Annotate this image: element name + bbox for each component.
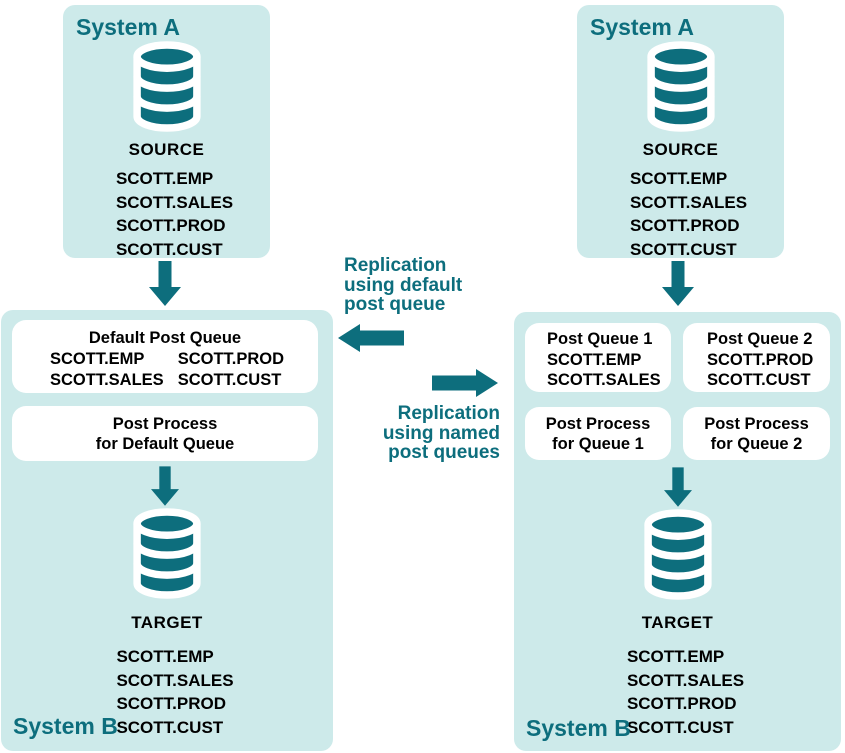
system-a-title: System A bbox=[76, 14, 180, 40]
table-name: SCOTT.PROD bbox=[115, 216, 226, 235]
system-b-panel-right: Post Queue 1 SCOTT.EMP SCOTT.SALES Post … bbox=[514, 312, 841, 751]
table-name: SCOTT.CUST bbox=[626, 717, 734, 737]
process-line: Post Process bbox=[112, 415, 218, 433]
down-arrow-icon bbox=[662, 261, 694, 306]
replication-default-label: Replication using default post queue bbox=[344, 255, 463, 315]
table-list: SCOTT.EMP SCOTT.SALES SCOTT.PROD SCOTT.C… bbox=[630, 167, 747, 261]
table-name: SCOTT.PROD bbox=[177, 350, 285, 368]
table-name: SCOTT.PROD bbox=[116, 694, 226, 713]
source-label: SOURCE bbox=[128, 140, 205, 159]
system-b-title: System B bbox=[526, 715, 631, 741]
default-post-queue-box: Default Post Queue SCOTT.EMP SCOTT.SALES… bbox=[12, 320, 318, 393]
table-name: SCOTT.SALES bbox=[547, 371, 661, 389]
table-list: SCOTT.EMP SCOTT.SALES SCOTT.PROD SCOTT.C… bbox=[116, 645, 233, 739]
database-icon bbox=[124, 40, 210, 133]
process-line: Post Process bbox=[545, 415, 651, 433]
queue-box-title: Post Queue 2 bbox=[707, 330, 813, 348]
system-b-panel-left: Default Post Queue SCOTT.EMP SCOTT.SALES… bbox=[1, 310, 333, 751]
post-queue-2-box: Post Queue 2 SCOTT.PROD SCOTT.CUST bbox=[683, 323, 830, 392]
table-name: SCOTT.CUST bbox=[115, 239, 223, 259]
target-label: TARGET bbox=[131, 613, 203, 632]
system-b-title: System B bbox=[13, 713, 118, 739]
table-name: SCOTT.EMP bbox=[629, 169, 728, 188]
database-icon-wrap bbox=[577, 40, 784, 138]
queue-box-title: Post Queue 1 bbox=[547, 330, 653, 348]
table-name: SCOTT.SALES bbox=[626, 670, 745, 690]
left-arrow-icon bbox=[338, 324, 404, 352]
process-line: Post Process bbox=[704, 415, 809, 433]
database-icon bbox=[124, 507, 210, 600]
system-a-panel-left: System A SOURCE SCOTT.EMP SCOTT.SALES SC… bbox=[63, 5, 270, 261]
system-a-panel-right: System A SOURCE SCOTT.EMP SCOTT.SALES SC… bbox=[577, 5, 784, 261]
right-arrow-icon bbox=[432, 369, 498, 397]
table-name: SCOTT.PROD bbox=[707, 350, 814, 369]
queue-column: SCOTT.PROD SCOTT.CUST bbox=[178, 349, 284, 391]
table-name: SCOTT.CUST bbox=[629, 239, 737, 259]
process-line: for Queue 2 bbox=[710, 435, 803, 453]
down-arrow-icon bbox=[151, 466, 179, 506]
post-process-queue-2-box: Post Process for Queue 2 bbox=[683, 407, 830, 460]
table-name: SCOTT.CUST bbox=[177, 371, 282, 389]
queue-box-title: Default Post Queue bbox=[88, 329, 242, 347]
database-icon-wrap bbox=[63, 40, 270, 138]
table-name: SCOTT.EMP bbox=[547, 350, 642, 369]
system-a-title: System A bbox=[590, 14, 694, 40]
queue-column: SCOTT.EMP SCOTT.SALES bbox=[50, 349, 164, 391]
table-list: SCOTT.EMP SCOTT.SALES SCOTT.PROD SCOTT.C… bbox=[627, 645, 744, 739]
post-process-box: Post Process for Default Queue bbox=[12, 406, 318, 461]
database-icon bbox=[635, 508, 721, 601]
table-name: SCOTT.SALES bbox=[50, 371, 164, 389]
source-label: SOURCE bbox=[642, 140, 719, 159]
table-name: SCOTT.SALES bbox=[629, 192, 748, 212]
target-label: TARGET bbox=[641, 613, 714, 632]
down-arrow-icon bbox=[149, 261, 181, 306]
process-line: for Default Queue bbox=[95, 435, 235, 453]
table-name: SCOTT.CUST bbox=[707, 371, 811, 389]
down-arrow-icon bbox=[664, 467, 692, 507]
table-list: SCOTT.EMP SCOTT.SALES SCOTT.PROD SCOTT.C… bbox=[116, 167, 233, 261]
table-name: SCOTT.EMP bbox=[50, 350, 145, 368]
table-name: SCOTT.PROD bbox=[626, 694, 737, 713]
table-name: SCOTT.SALES bbox=[116, 670, 234, 690]
table-name: SCOTT.SALES bbox=[115, 192, 234, 212]
post-process-queue-1-box: Post Process for Queue 1 bbox=[525, 407, 671, 460]
post-queue-1-box: Post Queue 1 SCOTT.EMP SCOTT.SALES bbox=[525, 323, 671, 392]
table-name: SCOTT.PROD bbox=[629, 216, 740, 235]
table-name: SCOTT.EMP bbox=[116, 647, 214, 666]
replication-named-label: Replication using named post queues bbox=[382, 403, 500, 463]
database-icon bbox=[638, 40, 724, 133]
table-name: SCOTT.EMP bbox=[115, 169, 214, 188]
table-name: SCOTT.CUST bbox=[116, 717, 224, 737]
table-name: SCOTT.EMP bbox=[626, 647, 725, 666]
process-line: for Queue 1 bbox=[552, 435, 644, 453]
